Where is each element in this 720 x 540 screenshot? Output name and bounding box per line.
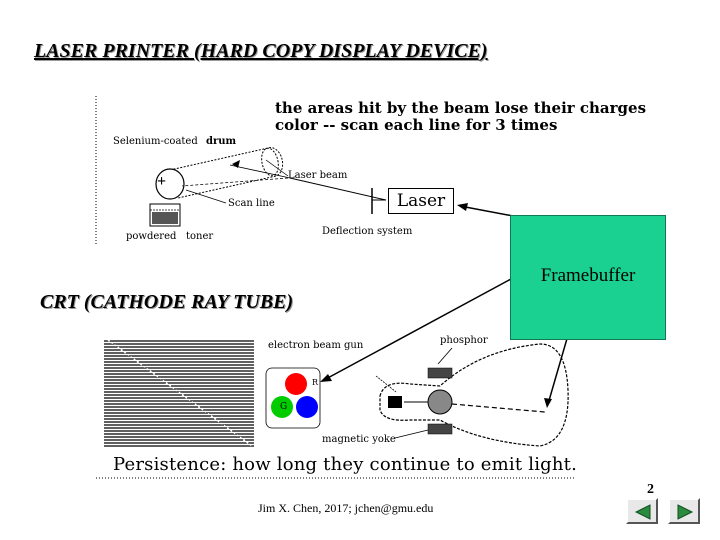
- label-r: R: [312, 378, 319, 387]
- label-laser-beam: Laser beam: [288, 170, 348, 181]
- drum-cylinder: [155, 147, 284, 200]
- triangle-right-icon: [677, 504, 694, 520]
- framebuffer-box: Framebuffer: [510, 215, 666, 340]
- laser-note: the areas hit by the beam lose their cha…: [275, 100, 646, 134]
- red-gun: [285, 373, 307, 395]
- label-b: B: [304, 402, 311, 412]
- page-number: 2: [647, 482, 654, 497]
- triangle-left-icon: [634, 504, 651, 520]
- label-phosphor: phosphor: [440, 335, 488, 346]
- crt-tube: [375, 343, 569, 447]
- laser-note-line2: color -- scan each line for 3 times: [275, 116, 558, 134]
- prev-slide-button[interactable]: [626, 498, 658, 524]
- crt-title: CRT (CATHODE RAY TUBE): [40, 291, 294, 313]
- laser-box: Laser: [388, 188, 454, 214]
- label-magnetic-yoke: magnetic yoke: [322, 434, 396, 445]
- framebuffer-label: Framebuffer: [540, 265, 636, 286]
- label-deflection: Deflection system: [322, 226, 413, 237]
- drum-plus-sign: +: [157, 173, 167, 190]
- label-g: G: [280, 402, 288, 412]
- label-selenium: Selenium-coated: [113, 136, 198, 147]
- toner-tray: [149, 203, 181, 227]
- label-electron-beam-gun: electron beam gun: [268, 340, 364, 351]
- crt-screen-raster: [104, 339, 254, 448]
- label-toner: toner: [186, 231, 214, 242]
- laser-note-line1: the areas hit by the beam lose their cha…: [275, 99, 647, 117]
- label-powdered: powdered: [126, 231, 177, 242]
- label-scan-line: Scan line: [228, 198, 275, 209]
- persistence-text: Persistence: how long they continue to e…: [113, 454, 578, 475]
- next-slide-button[interactable]: [668, 498, 700, 524]
- blue-gun: [296, 396, 318, 418]
- label-drum: drum: [206, 136, 237, 147]
- slide-title: LASER PRINTER (HARD COPY DISPLAY DEVICE): [34, 40, 488, 62]
- footer-credit: Jim X. Chen, 2017; jchen@gmu.edu: [258, 501, 434, 515]
- green-gun: [271, 396, 293, 418]
